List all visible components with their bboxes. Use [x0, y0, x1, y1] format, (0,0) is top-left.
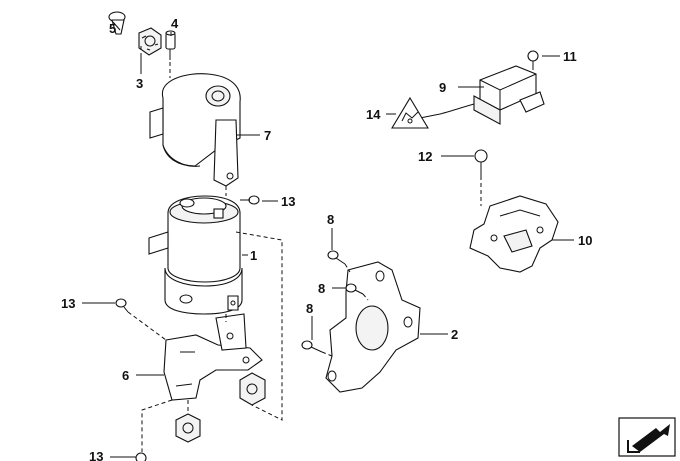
bolt-8-top	[327, 250, 346, 265]
part-10-latch	[469, 195, 559, 273]
callout-13-mid: 13	[281, 194, 295, 209]
callout-13-bottom: 13	[89, 449, 103, 461]
mount-bushing-left	[175, 413, 201, 443]
bolt-13-mid	[240, 195, 260, 205]
mount-bushing-right	[239, 372, 266, 406]
bolt-8-mid	[345, 283, 364, 295]
callout-9: 9	[439, 80, 446, 95]
bolt-11	[527, 50, 539, 70]
callout-12: 12	[418, 149, 432, 164]
callout-8-low: 8	[306, 301, 313, 316]
callout-13-left: 13	[61, 296, 75, 311]
bolt-12	[474, 149, 488, 176]
part-9-sensor	[419, 65, 545, 125]
callout-4: 4	[171, 16, 179, 31]
callout-8-top: 8	[327, 212, 334, 227]
callout-7: 7	[264, 128, 271, 143]
callout-2: 2	[451, 327, 458, 342]
callout-1: 1	[250, 248, 257, 263]
bolt-13-bottom	[135, 452, 147, 461]
callout-11: 11	[563, 49, 577, 64]
part-3-grommet	[138, 27, 162, 56]
part-6-bracket	[163, 313, 263, 401]
callout-10: 10	[578, 233, 592, 248]
callout-14: 14	[366, 107, 381, 122]
callout-6: 6	[122, 368, 129, 383]
bolt-8-low	[301, 340, 323, 353]
bolt-13-left	[115, 298, 129, 313]
callout-5: 5	[109, 21, 116, 36]
part-7-upper-housing	[149, 73, 241, 187]
callout-8-mid: 8	[318, 281, 325, 296]
part-2-mounting-bracket	[325, 261, 421, 393]
direction-arrow-icon	[618, 417, 676, 457]
part-1-actuator	[148, 195, 243, 315]
callout-3: 3	[136, 76, 143, 91]
warning-triangle-icon	[391, 96, 429, 129]
